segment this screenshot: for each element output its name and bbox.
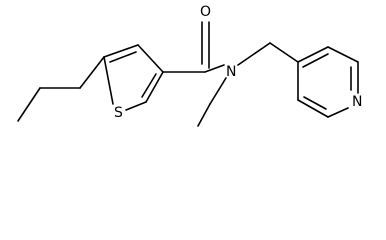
bond-pyridine-c6-c5-double <box>303 96 327 110</box>
bond-thiophene-c2-s <box>125 101 147 111</box>
bond-propyl-c1-thiophene <box>79 56 105 89</box>
bond-thiophene-c3-c2 <box>145 71 164 103</box>
bond-thiophene-c4-c3 <box>137 44 164 73</box>
pyridine-nitrogen-atom-label: N <box>352 94 362 110</box>
bond-n-ethyl-ch2 <box>209 77 227 105</box>
amide-nitrogen-atom-label: N <box>226 64 236 80</box>
bond-thiophene-c5-c4 <box>103 44 139 58</box>
bond-propyl-c3-c2 <box>17 87 41 122</box>
sulfur-atom-label: S <box>114 105 123 121</box>
bond-n-benzyl-ch2 <box>237 42 271 66</box>
molecule-structure-diagram: O N S N <box>17 4 362 127</box>
bond-thiophene-c3-c2-double <box>141 73 157 98</box>
bond-pyridine-c4-c3 <box>297 46 329 63</box>
bond-pyridine-c3-c2 <box>327 46 359 63</box>
bond-ethyl-ch2-ch3 <box>197 103 211 127</box>
bond-thiophene-s-c5 <box>103 56 114 105</box>
bond-thiophene-c5-c4-double <box>109 51 137 63</box>
bond-ch2-pyridine <box>269 42 299 63</box>
oxygen-atom-label: O <box>200 4 211 20</box>
bond-carbonyl-n <box>204 64 225 73</box>
bond-pyridine-c6-c5 <box>297 99 329 118</box>
bond-pyridine-c4-c3-double <box>302 53 329 68</box>
bond-pyridine-n-c6 <box>327 107 349 118</box>
